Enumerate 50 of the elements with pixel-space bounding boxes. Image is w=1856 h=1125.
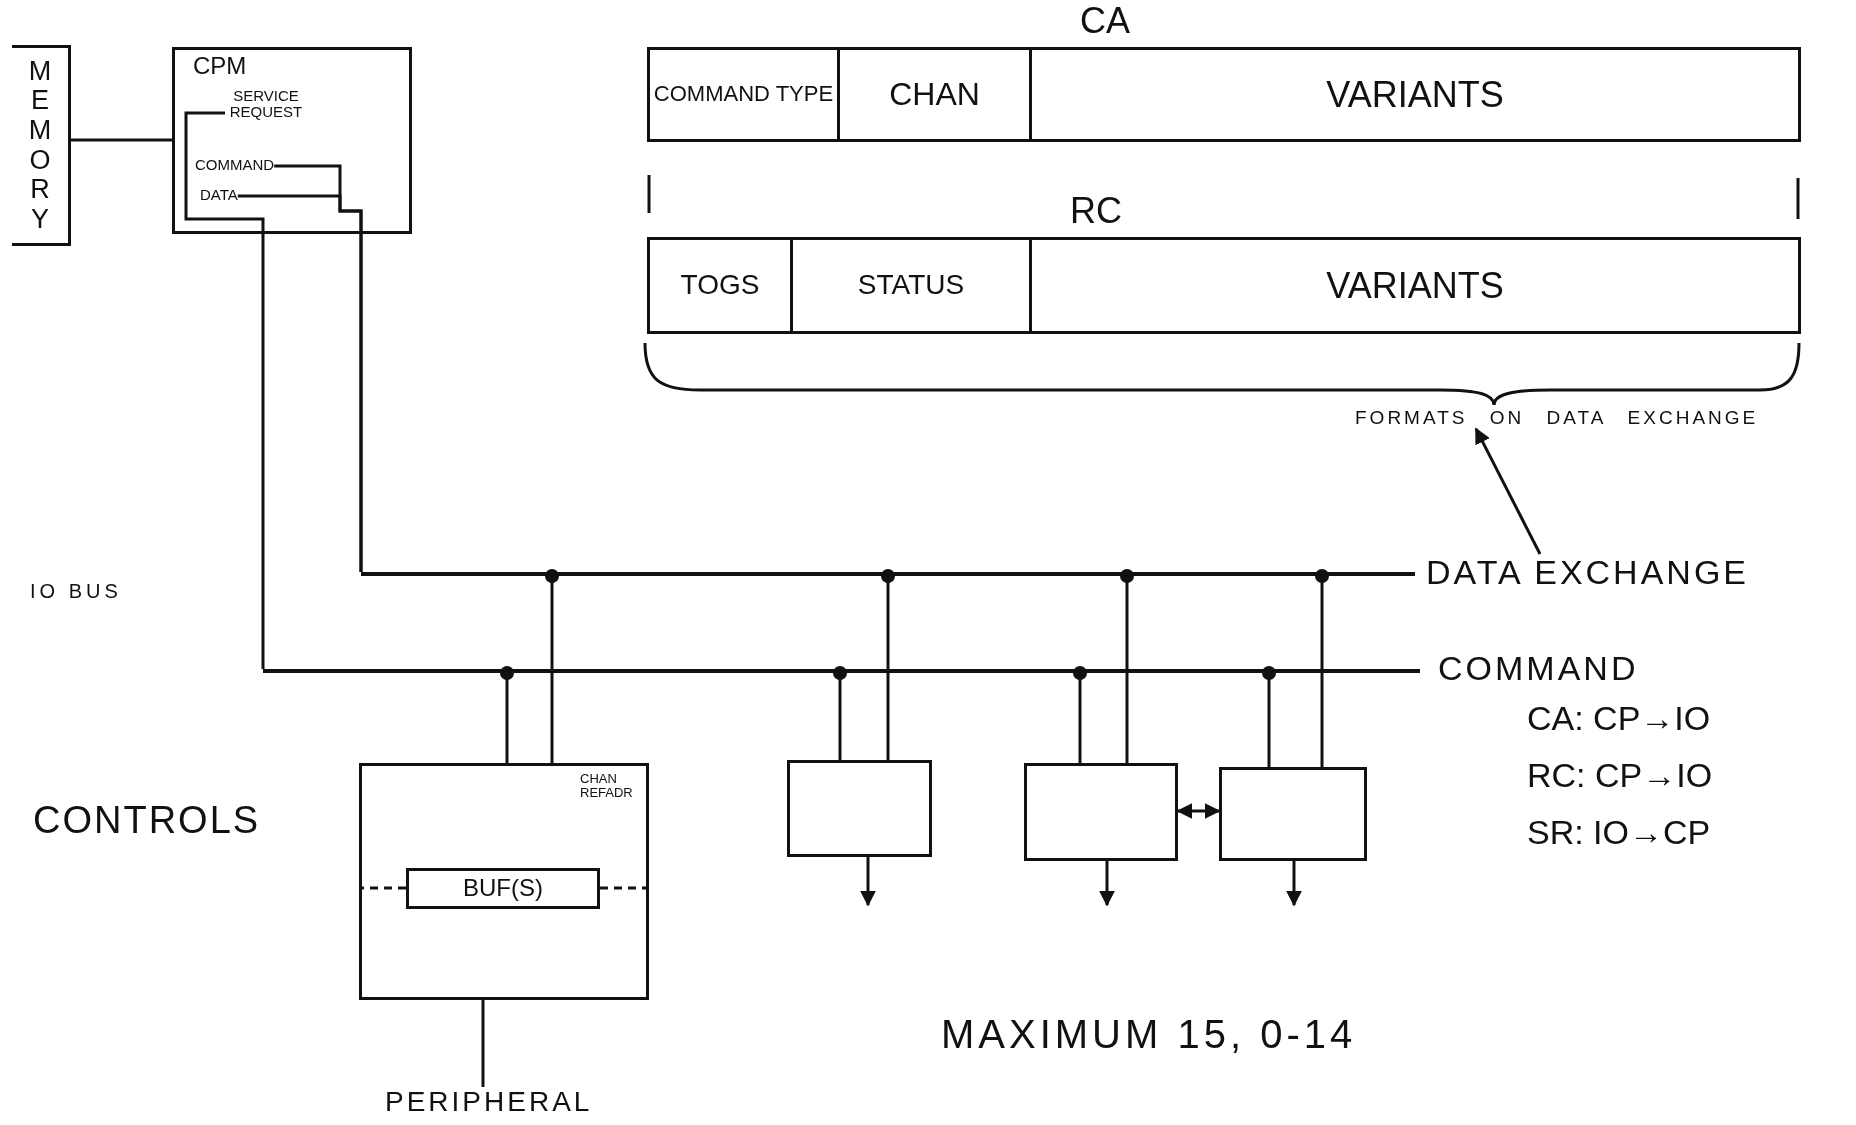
format-field: TOGS xyxy=(650,240,793,331)
format-field: STATUS xyxy=(793,240,1032,331)
module-title: CPM xyxy=(193,52,247,80)
format-field: VARIANTS xyxy=(1032,240,1798,331)
group-title: CONTROLS xyxy=(33,800,261,842)
direction-note: RC: CP→IO xyxy=(1527,757,1713,795)
signal-label: SERVICE REQUEST xyxy=(225,88,307,120)
bus-tap xyxy=(545,569,559,763)
bus-tap xyxy=(1262,666,1276,767)
pointer-arrow xyxy=(1474,427,1542,555)
double-arrow xyxy=(1176,803,1221,819)
control-box xyxy=(359,763,649,1000)
control-box xyxy=(787,760,932,857)
direction-note: SR: IO→CP xyxy=(1527,814,1711,852)
bus-tap xyxy=(1073,666,1087,763)
bus-tap xyxy=(1315,569,1329,767)
bus-tap xyxy=(833,666,847,760)
signal-line xyxy=(71,138,172,142)
signal-line xyxy=(237,194,363,572)
bus-title: IO BUS xyxy=(30,580,122,602)
control-box xyxy=(1024,763,1178,861)
output-arrow xyxy=(1099,861,1115,907)
bus-label: COMMAND xyxy=(1438,650,1639,688)
format-title: RC xyxy=(1070,190,1122,232)
peripheral-label: PERIPHERAL xyxy=(385,1087,593,1118)
signal-label: COMMAND xyxy=(195,157,275,174)
buffer-box: BUF(S) xyxy=(406,868,600,909)
signal-label: DATA xyxy=(200,187,238,204)
module-box xyxy=(172,47,412,234)
note-text: MAXIMUM 15, 0-14 xyxy=(941,1012,1357,1056)
memory-label: MEMORY xyxy=(27,56,53,235)
bus-label: DATA EXCHANGE xyxy=(1426,554,1750,592)
output-arrow xyxy=(1286,861,1302,907)
bus-tap xyxy=(500,666,514,763)
control-box xyxy=(1219,767,1367,861)
memory-box xyxy=(12,45,71,246)
note-label: FORMATS ON DATA EXCHANGE xyxy=(1355,408,1759,429)
format-field: VARIANTS xyxy=(1032,50,1798,139)
bus-tap xyxy=(1120,569,1134,763)
format-field: CHAN xyxy=(840,50,1032,139)
bus-tap xyxy=(881,569,895,760)
direction-note: CA: CP→IO xyxy=(1527,700,1711,738)
signal-line xyxy=(481,1000,485,1087)
dashed-line xyxy=(359,886,406,890)
signal-line xyxy=(184,111,265,669)
output-arrow xyxy=(860,857,876,907)
format-title: CA xyxy=(1080,0,1130,42)
format-field: COMMAND TYPE xyxy=(650,50,840,139)
register-label: CHAN REFADR xyxy=(580,772,634,800)
dashed-line xyxy=(600,886,649,890)
